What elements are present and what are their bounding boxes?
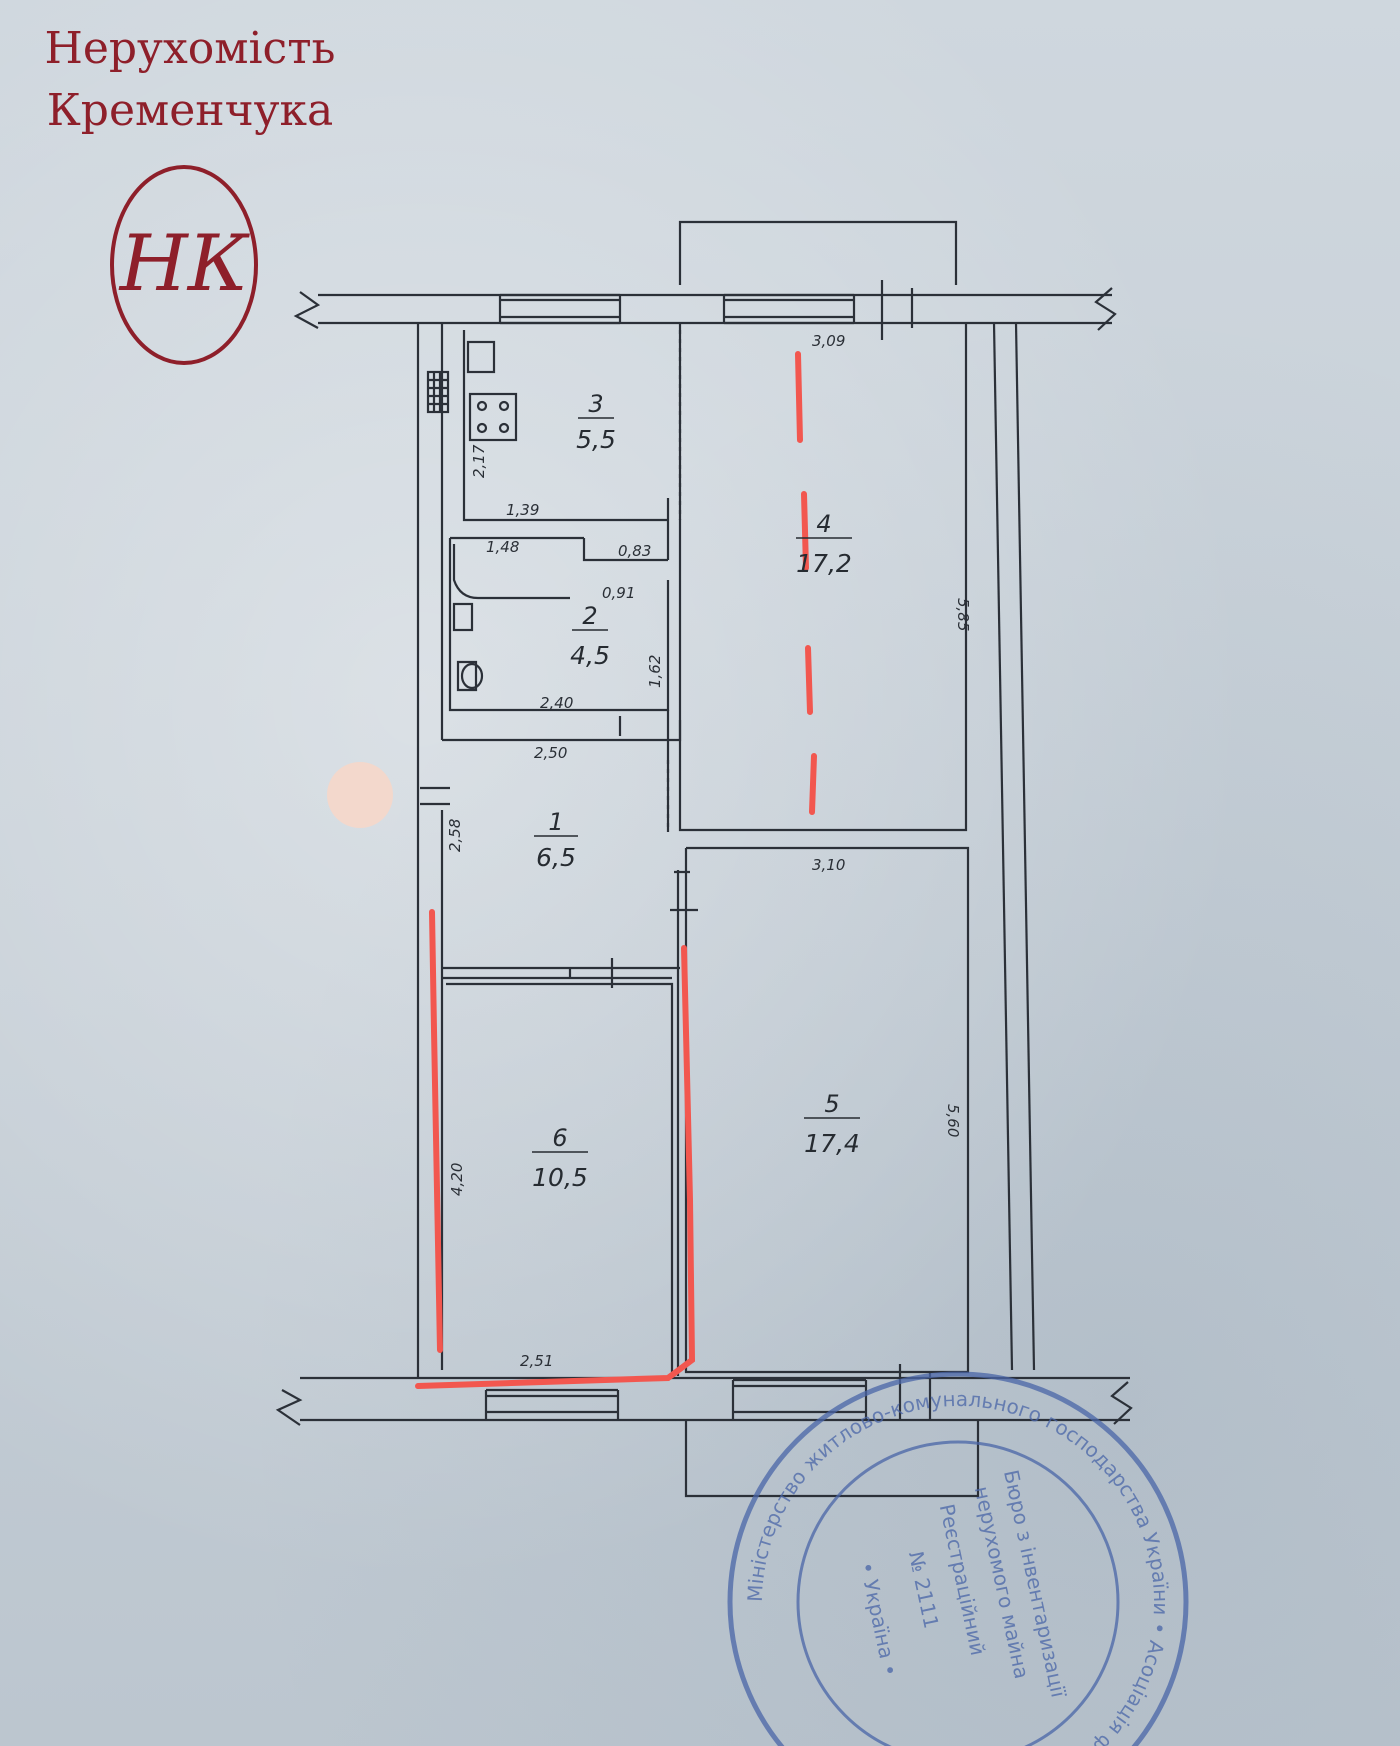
dim-hall-height: 2,58 xyxy=(446,819,464,852)
dim-kitchen-width: 1,39 xyxy=(506,501,539,519)
dim-room4-width: 3,09 xyxy=(812,332,845,350)
dim-kitchen-height: 2,17 xyxy=(470,444,488,478)
room-5-area: 17,4 xyxy=(804,1129,860,1158)
dim-room5-height: 5,60 xyxy=(944,1104,962,1137)
brand-line-2: Кременчука xyxy=(46,85,334,136)
brand-line-1: Нерухомість xyxy=(44,23,336,74)
room-1-area: 6,5 xyxy=(536,843,576,872)
room-4-area: 17,2 xyxy=(796,549,852,578)
dim-room6-width: 2,51 xyxy=(520,1352,553,1370)
brand-monogram-icon: НК xyxy=(110,165,258,365)
stamp-line-5: • Україна • xyxy=(855,1560,903,1679)
room-1-number: 1 xyxy=(548,808,563,836)
dim-toilet-depth: 0,91 xyxy=(602,584,635,602)
room-2-number: 2 xyxy=(582,602,597,630)
dim-bath-width: 1,48 xyxy=(486,538,519,556)
official-stamp: Міністерство житлово-комунального господ… xyxy=(727,1371,1189,1746)
room-2-area: 4,5 xyxy=(570,641,610,670)
dim-toilet-width: 0,83 xyxy=(618,542,651,560)
room-3-number: 3 xyxy=(588,390,603,418)
brand-logo-text: Нерухомість Кременчука xyxy=(10,18,370,142)
dim-room5-width: 3,10 xyxy=(812,856,845,874)
dim-room4-height: 5,85 xyxy=(954,598,972,631)
room-5-number: 5 xyxy=(824,1090,839,1118)
markup-lines xyxy=(415,351,817,1389)
room-3-area: 5,5 xyxy=(576,425,616,454)
room-4-number: 4 xyxy=(816,510,831,538)
dim-hall-width: 2,50 xyxy=(534,744,567,762)
room-6-number: 6 xyxy=(552,1124,567,1152)
room-6-area: 10,5 xyxy=(532,1163,588,1192)
stamp-line-4: № 2111 xyxy=(904,1549,944,1630)
dim-wc-width: 2,40 xyxy=(540,694,573,712)
entrance-marker xyxy=(327,762,393,828)
dim-room6-height: 4,20 xyxy=(448,1163,466,1196)
dim-wc-height: 1,62 xyxy=(646,655,664,688)
monogram-letters: НК xyxy=(118,219,250,309)
plan-walls xyxy=(275,220,1133,1498)
